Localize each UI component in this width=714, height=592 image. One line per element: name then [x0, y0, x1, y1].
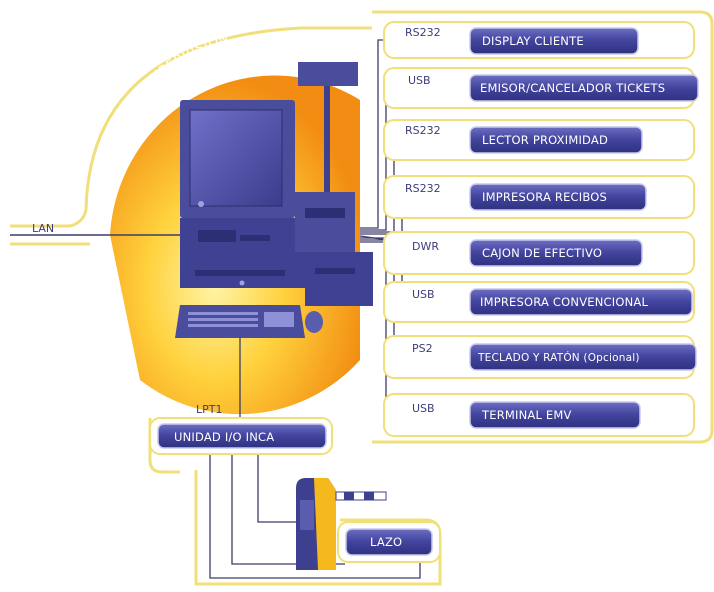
peripheral-label: CAJON DE EFECTIVO: [482, 246, 602, 260]
port-label: DWR: [412, 240, 439, 253]
loop-sensor: LAZO: [337, 521, 441, 563]
peripheral-row: USB TERMINAL EMV: [383, 393, 695, 437]
port-label: RS232: [405, 182, 441, 195]
peripheral-row: RS232 IMPRESORA RECIBOS: [383, 175, 695, 219]
lpt1-label: LPT1: [196, 403, 222, 416]
peripheral-list: RS232 DISPLAY CLIENTE USB EMISOR/CANCELA…: [383, 21, 699, 437]
peripheral-row: RS232 DISPLAY CLIENTE: [383, 21, 695, 59]
peripheral-row: PS2 TECLADO Y RATÓN (Opcional): [383, 335, 697, 379]
peripheral-row: DWR CAJON DE EFECTIVO: [383, 231, 695, 275]
port-label: RS232: [405, 26, 441, 39]
peripheral-label: DISPLAY CLIENTE: [482, 34, 584, 48]
peripheral-label: EMISOR/CANCELADOR TICKETS: [480, 81, 665, 95]
io-unit-label: UNIDAD I/O INCA: [174, 430, 274, 444]
io-unit: UNIDAD I/O INCA: [149, 417, 333, 455]
parking-barrier: [296, 478, 387, 570]
port-label: USB: [412, 288, 435, 301]
pos-workstation: [175, 62, 373, 338]
loop-label: LAZO: [370, 535, 402, 549]
lan-connection: LAN: [10, 222, 182, 236]
peripheral-row: USB IMPRESORA CONVENCIONAL: [383, 281, 695, 323]
lan-label: LAN: [32, 222, 54, 235]
peripheral-label: IMPRESORA RECIBOS: [482, 190, 607, 204]
port-label: USB: [408, 74, 431, 87]
port-label: PS2: [412, 342, 433, 355]
background-outline: [10, 10, 714, 444]
peripheral-row: RS232 LECTOR PROXIMIDAD: [383, 119, 695, 161]
peripheral-label: TECLADO Y RATÓN (Opcional): [477, 351, 640, 364]
peripheral-label: IMPRESORA CONVENCIONAL: [480, 295, 648, 309]
port-label: USB: [412, 402, 435, 415]
port-label: RS232: [405, 124, 441, 137]
peripheral-label: TERMINAL EMV: [481, 408, 572, 422]
peripheral-row: USB EMISOR/CANCELADOR TICKETS: [383, 67, 699, 109]
peripheral-label: LECTOR PROXIMIDAD: [482, 133, 608, 147]
